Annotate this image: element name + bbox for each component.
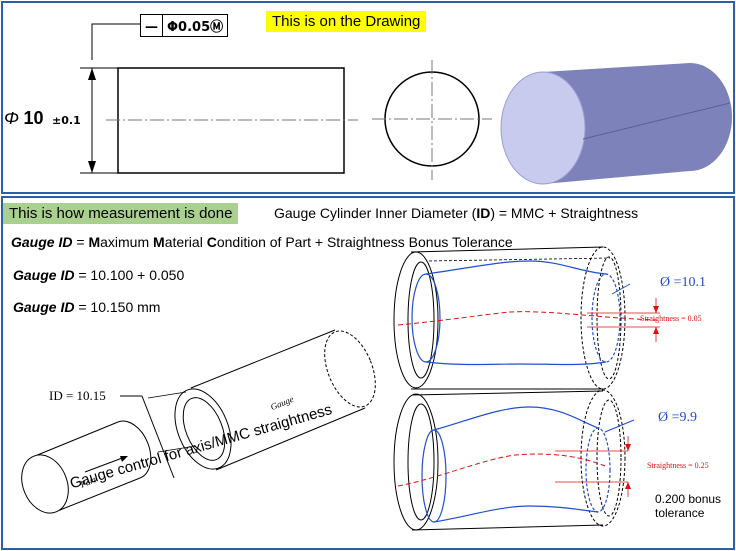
fcf-tolerance: Φ0.05Ⓜ <box>162 15 227 36</box>
upper-diameter-leader <box>611 283 631 295</box>
bonus-tolerance-label: 0.200 bonus tolerance <box>655 492 722 520</box>
id-ext-bottom <box>157 445 197 453</box>
id-dim-line <box>141 395 175 479</box>
top-drawing-graphics <box>80 23 732 185</box>
upper-blue-end <box>411 273 441 363</box>
cylinder-body <box>543 63 732 184</box>
gauge-id-calc-2: Gauge ID = 10.150 mm <box>13 299 161 315</box>
gauge-tube-back <box>324 330 376 408</box>
upper-part-surface <box>425 260 607 275</box>
dimension-arrow-top <box>88 68 96 80</box>
part-cylinder-back <box>117 420 152 479</box>
lower-diameter-label: Ø =9.9 <box>658 410 698 425</box>
cylinder-end-face <box>500 71 586 185</box>
part-arrow-head <box>120 456 128 462</box>
id-ext-top <box>147 391 187 399</box>
gauge-tube-front-outer <box>174 388 232 470</box>
lower-tube <box>393 389 635 531</box>
upper-tube <box>393 246 660 390</box>
gauge-tube-outline <box>190 329 366 471</box>
cylinder-shading-line <box>582 102 731 140</box>
fcf-leader <box>91 23 140 60</box>
straightness-symbol: — <box>145 20 158 35</box>
part-cylinder-front <box>21 454 69 514</box>
lower-axis <box>397 453 606 487</box>
gauge-id-calc-1: Gauge ID = 10.100 + 0.050 <box>13 267 185 283</box>
part-cylinder-outline <box>34 421 141 513</box>
drawing-note: This is on the Drawing <box>266 11 427 32</box>
lower-straightness-label: Straightness = 0.25 <box>647 461 709 470</box>
gauge-formula: Gauge Cylinder Inner Diameter (ID) = MMC… <box>274 205 639 221</box>
upper-axis <box>397 311 657 326</box>
upper-diameter-label: Ø =10.1 <box>660 275 707 290</box>
measurement-note: This is how measurement is done <box>3 203 239 224</box>
lower-diameter-leader <box>604 419 635 433</box>
diameter-dimension: Φ 10 ±0.1 <box>4 108 81 129</box>
id-label: ID = 10.15 <box>49 388 106 403</box>
diameter-tolerance: ±0.1 <box>52 114 81 127</box>
upper-straightness-label: Straightness = 0.05 <box>640 314 702 323</box>
feature-control-frame: — Φ0.05Ⓜ <box>140 14 229 37</box>
part-arrow <box>84 456 126 473</box>
dimension-arrow-bottom <box>88 161 96 173</box>
diameter-symbol-icon: Φ <box>4 108 20 128</box>
lower-part-surface <box>433 406 599 431</box>
diameter-value: 10 <box>23 108 44 128</box>
gauge-tube-front-inner <box>182 397 226 461</box>
gauge-id-definition: Gauge ID = Maximum Material Condition of… <box>11 234 513 250</box>
